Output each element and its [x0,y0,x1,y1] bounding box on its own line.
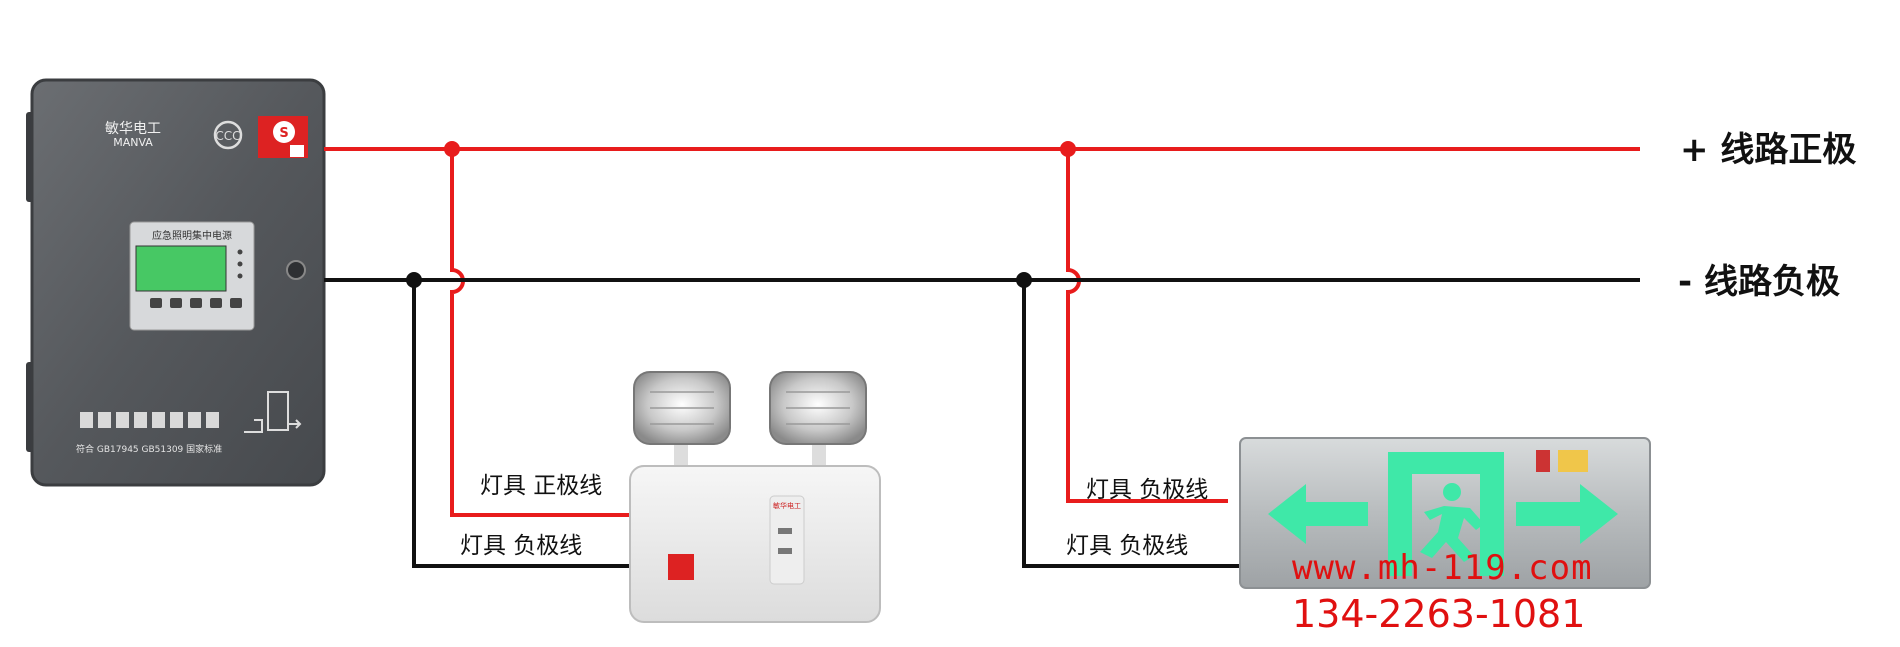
central-power-supply-box: CCC S [26,78,326,487]
standard-text: 符合 GB17945 GB51309 国家标准 [76,445,223,455]
sign-positive-wire [1066,149,1228,503]
brand-cn: 敏华电工 [105,121,161,137]
running-man-icon [1388,452,1504,576]
sign-negative-wire-label-1: 灯具 负极线 [1086,477,1209,503]
lamp-positive-wire [450,149,630,517]
negative-junction-node [406,272,422,288]
positive-junction-node [444,141,460,157]
ccc-mark-icon [213,120,243,150]
watermark-url: www.mh-119.com [1292,548,1593,588]
controller-brand: 敏华电工 MANVA [88,122,178,150]
lamp-negative-wire [412,280,630,568]
sign-negative-wire-label-2: 灯具 负极线 [1066,533,1189,559]
brand-en: MANVA [113,136,153,149]
right-arrow-icon [1516,484,1618,544]
emergency-lamp-fixture [629,371,881,623]
lamp-negative-wire-label: 灯具 负极线 [460,533,583,559]
watermark-phone: 134-2263-1081 [1292,592,1586,636]
positive-rail-label: + 线路正极 [1680,130,1857,170]
exit-pictogram-icon [244,391,302,433]
svg-text:CCC: CCC [215,129,240,143]
lamp-badge-text: 敏华电工 [773,502,801,510]
lamp-positive-wire-label: 灯具 正极线 [480,473,603,499]
svg-text:S: S [279,126,288,141]
lamp-badge-icon [668,554,694,580]
panel-title: 应急照明集中电源 [152,231,232,242]
positive-wiring [324,147,1640,517]
lcd-screen [135,245,227,292]
negative-junction-node [1016,272,1032,288]
negative-wiring [324,278,1640,568]
positive-junction-node [1060,141,1076,157]
negative-rail-label: - 线路负极 [1678,262,1840,302]
exit-sign [1239,437,1651,589]
sign-negative-wire [1022,280,1240,568]
left-arrow-icon [1268,484,1368,544]
